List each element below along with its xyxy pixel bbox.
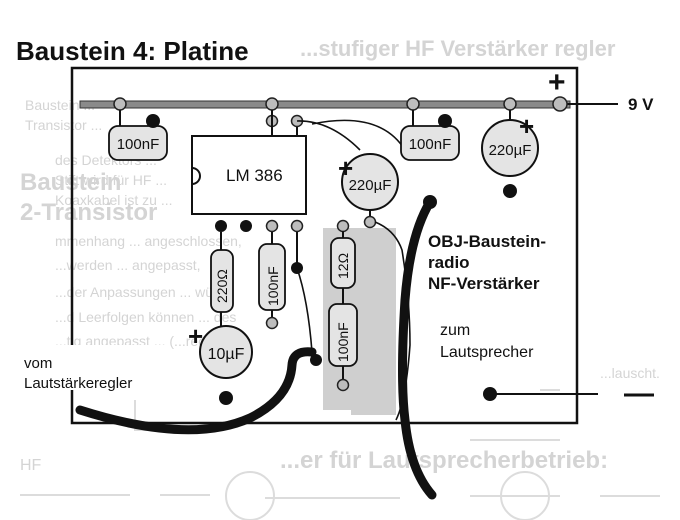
ic-notch xyxy=(191,167,201,185)
cap-mid-pads xyxy=(336,215,377,233)
wire xyxy=(296,120,361,151)
ghost-transistor-2 xyxy=(500,471,550,520)
capacitor-220uf-top xyxy=(481,119,539,177)
pad xyxy=(265,316,279,330)
supply-voltage-label: 9 V xyxy=(628,95,654,114)
solder-dot xyxy=(310,354,322,366)
solder-dot xyxy=(219,391,233,405)
ghost-body-11: ...lauscht. xyxy=(600,365,660,381)
solder-dot xyxy=(215,220,227,232)
capacitor-10uf xyxy=(199,325,253,379)
ghost-body-7: ...werden ... angepasst, xyxy=(55,257,201,273)
pad xyxy=(113,97,127,111)
capacitor-220uf-mid-label: 220µF xyxy=(349,177,392,194)
solder-dot xyxy=(240,220,252,232)
page-title: Baustein 4: Platine xyxy=(16,36,249,66)
resistor-220-ohm-label: 220Ω xyxy=(214,269,230,303)
wire xyxy=(311,119,406,151)
pad xyxy=(336,378,350,392)
rail-pads xyxy=(113,96,568,112)
pad xyxy=(503,97,517,111)
pad xyxy=(363,215,377,229)
speaker-cable xyxy=(398,197,437,500)
capacitor-220uf-top-plus: + xyxy=(519,111,534,141)
ground-minus: — xyxy=(624,377,654,410)
ghost-transistor-1 xyxy=(225,471,275,520)
ic-pins-bottom xyxy=(215,220,252,232)
solder-dot xyxy=(503,184,517,198)
ghost-schematic-lines xyxy=(20,494,660,499)
module-title-line2: radio xyxy=(428,253,470,272)
module-title-line3: NF-Verstärker xyxy=(428,274,540,293)
pad xyxy=(265,219,279,233)
board-shade-right xyxy=(351,228,396,415)
capacitor-10uf-plus: + xyxy=(188,321,203,351)
ghost-body-4: Stift wird für HF ... xyxy=(55,172,167,188)
ic-lm386 xyxy=(191,135,307,215)
capacitor-10uf-label: 10µF xyxy=(208,346,245,363)
ghost-body-8: ...der Anpassungen ... würde xyxy=(55,284,233,300)
ghost-body-6: mmenhang ... angeschlossen, xyxy=(55,233,242,249)
module-title-line1: OBJ-Baustein- xyxy=(428,232,546,251)
pad xyxy=(552,96,568,112)
capacitor-220uf-top-label: 220µF xyxy=(489,142,532,159)
capacitor-100nf-vertical-b-label: 100nF xyxy=(335,322,351,362)
speaker-label-line1: zum xyxy=(440,322,470,339)
ghost-heading: ...stufiger HF Verstärker regler xyxy=(300,36,616,61)
ghost-subheading-1: Baustein xyxy=(20,169,121,196)
board-outline xyxy=(70,66,579,425)
pad xyxy=(336,219,350,233)
volume-label-line1: vom xyxy=(24,355,52,372)
capacitor-100nf-vertical-a-label: 100nF xyxy=(265,266,281,306)
supply-rail xyxy=(79,100,571,109)
ghost-body-1: Baustein ... xyxy=(25,97,95,113)
volume-label-line2: Lautstärkeregler xyxy=(24,375,132,392)
ic-label: LM 386 xyxy=(226,166,283,185)
capacitor-100nf-right xyxy=(400,125,460,161)
volume-label-backdrop xyxy=(18,345,168,390)
resistor-12-ohm-label: 12Ω xyxy=(335,253,351,279)
pad xyxy=(290,219,304,233)
pad xyxy=(265,97,279,111)
ghost-body-5: Koaxkabel ist zu ... xyxy=(55,192,173,208)
ic-pins-bottom-pads xyxy=(265,219,304,233)
ghost-hf: HF xyxy=(20,457,42,474)
supply-plus: + xyxy=(548,66,566,99)
speaker-label-line2: Lautsprecher xyxy=(440,344,534,361)
pad xyxy=(406,97,420,111)
ghost-bottom-heading: ...er für Lautsprecherbetrieb: xyxy=(280,447,608,474)
ghost-body-9: ...d Leerfolgen können ... des xyxy=(55,309,236,325)
background-ghost-layer: ...stufiger HF Verstärker regler Baustei… xyxy=(20,36,660,520)
capacitor-100nf-right-label: 100nF xyxy=(409,136,452,153)
capacitor-100nf-left-label: 100nF xyxy=(117,136,160,153)
ghost-body-2: Transistor ... xyxy=(25,117,102,133)
capacitor-220uf-mid-plus: + xyxy=(338,153,353,183)
volume-cable xyxy=(75,347,317,435)
solder-dot xyxy=(438,114,452,128)
wire xyxy=(296,267,313,353)
solder-dot xyxy=(146,114,160,128)
capacitor-100nf-left xyxy=(108,125,168,161)
ghost-subheading-2: 2-Transistor xyxy=(20,199,157,226)
